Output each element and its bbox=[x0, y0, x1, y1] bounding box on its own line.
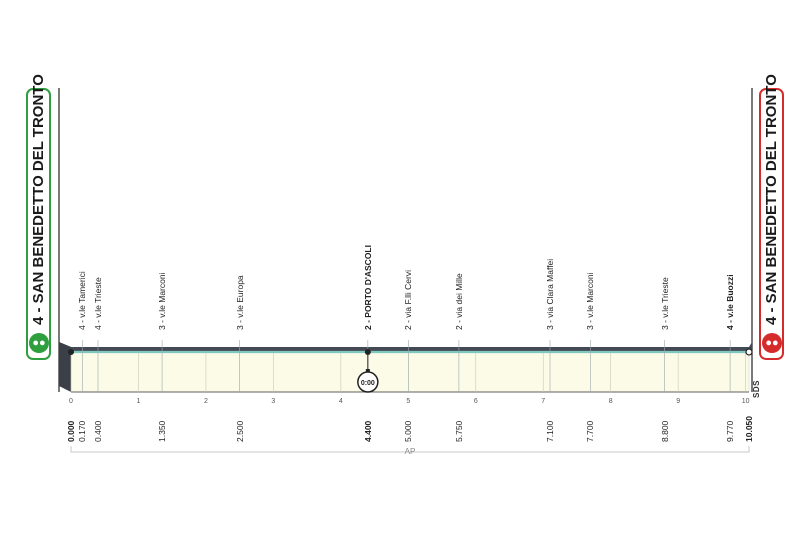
finish-bike-icon: ●● bbox=[762, 333, 782, 353]
km-distance-label: 0.000 bbox=[66, 420, 76, 442]
axis-tick-label: 1 bbox=[136, 398, 141, 405]
km-distance-label: 5.750 bbox=[453, 420, 464, 442]
waypoint-label: 4 - v.le Buozzi bbox=[725, 274, 736, 330]
waypoint-label: 4 - v.le Trieste bbox=[92, 277, 103, 330]
start-label: 4 - SAN BENEDETTO DEL TRONTO bbox=[30, 74, 47, 325]
axis-tick-label: 7 bbox=[541, 398, 546, 405]
waypoint-label: 3 - v.le Europa bbox=[234, 275, 245, 330]
waypoint-label: 4 - v.le Tamerici bbox=[77, 271, 88, 330]
km-distance-label: 4.400 bbox=[362, 420, 373, 442]
waypoint-label: 2 - via F.lli Cervi bbox=[403, 270, 414, 330]
axis-tick-label: 9 bbox=[676, 398, 681, 405]
finish-dot bbox=[745, 348, 753, 356]
start-bike-icon: ●● bbox=[29, 333, 49, 353]
km-distance-label: 10.050 bbox=[744, 416, 754, 442]
km-distance-label: 0.170 bbox=[77, 420, 88, 442]
km-distance-label: 2.500 bbox=[234, 420, 245, 442]
km-distance-label: 8.800 bbox=[659, 420, 670, 442]
km-distance-label: 9.770 bbox=[725, 420, 736, 442]
start-badge bbox=[26, 88, 51, 360]
axis-tick-label: 3 bbox=[271, 398, 276, 405]
km-distance-label: 0.400 bbox=[92, 420, 103, 442]
axis-tick-label: 5 bbox=[406, 398, 411, 405]
km-distance-label: 7.100 bbox=[544, 420, 555, 442]
km-distance-label: 1.350 bbox=[157, 420, 168, 442]
axis-tick-label: 0 bbox=[69, 398, 73, 405]
axis-tick-label: 6 bbox=[473, 398, 478, 405]
brand-logo: SDS bbox=[752, 380, 761, 398]
waypoint-label: 3 - v.le Marconi bbox=[157, 272, 168, 330]
axis-tick-label: 8 bbox=[608, 398, 613, 405]
profile-fill bbox=[70, 351, 750, 393]
intermediate-time: 0:00 bbox=[361, 380, 375, 387]
waypoint-label: 2 - PORTO D'ASCOLI bbox=[362, 245, 373, 330]
profile-side-face bbox=[59, 342, 71, 392]
waypoint-label: 3 - via Clara Maffei bbox=[544, 258, 555, 330]
waypoint-label: 3 - v.le Trieste bbox=[659, 277, 670, 330]
start-dot bbox=[68, 349, 74, 355]
intermediate-dot bbox=[364, 349, 371, 355]
finish-badge bbox=[759, 88, 784, 360]
sector-bracket bbox=[70, 446, 750, 453]
axis-tick-label: 2 bbox=[203, 398, 208, 405]
profile-top-band bbox=[59, 342, 752, 352]
sector-label: AP bbox=[404, 447, 416, 456]
km-distance-label: 7.700 bbox=[585, 420, 596, 442]
stopwatch-crown bbox=[365, 369, 370, 372]
waypoint-label: 2 - via dei Mille bbox=[453, 273, 464, 330]
finish-label: 4 - SAN BENEDETTO DEL TRONTO bbox=[763, 74, 780, 325]
km-distance-label: 5.000 bbox=[403, 420, 414, 442]
axis-tick-label: 4 bbox=[338, 398, 343, 405]
waypoint-label: 3 - v.le Marconi bbox=[585, 272, 596, 330]
axis-tick-label: 10 bbox=[741, 398, 750, 405]
